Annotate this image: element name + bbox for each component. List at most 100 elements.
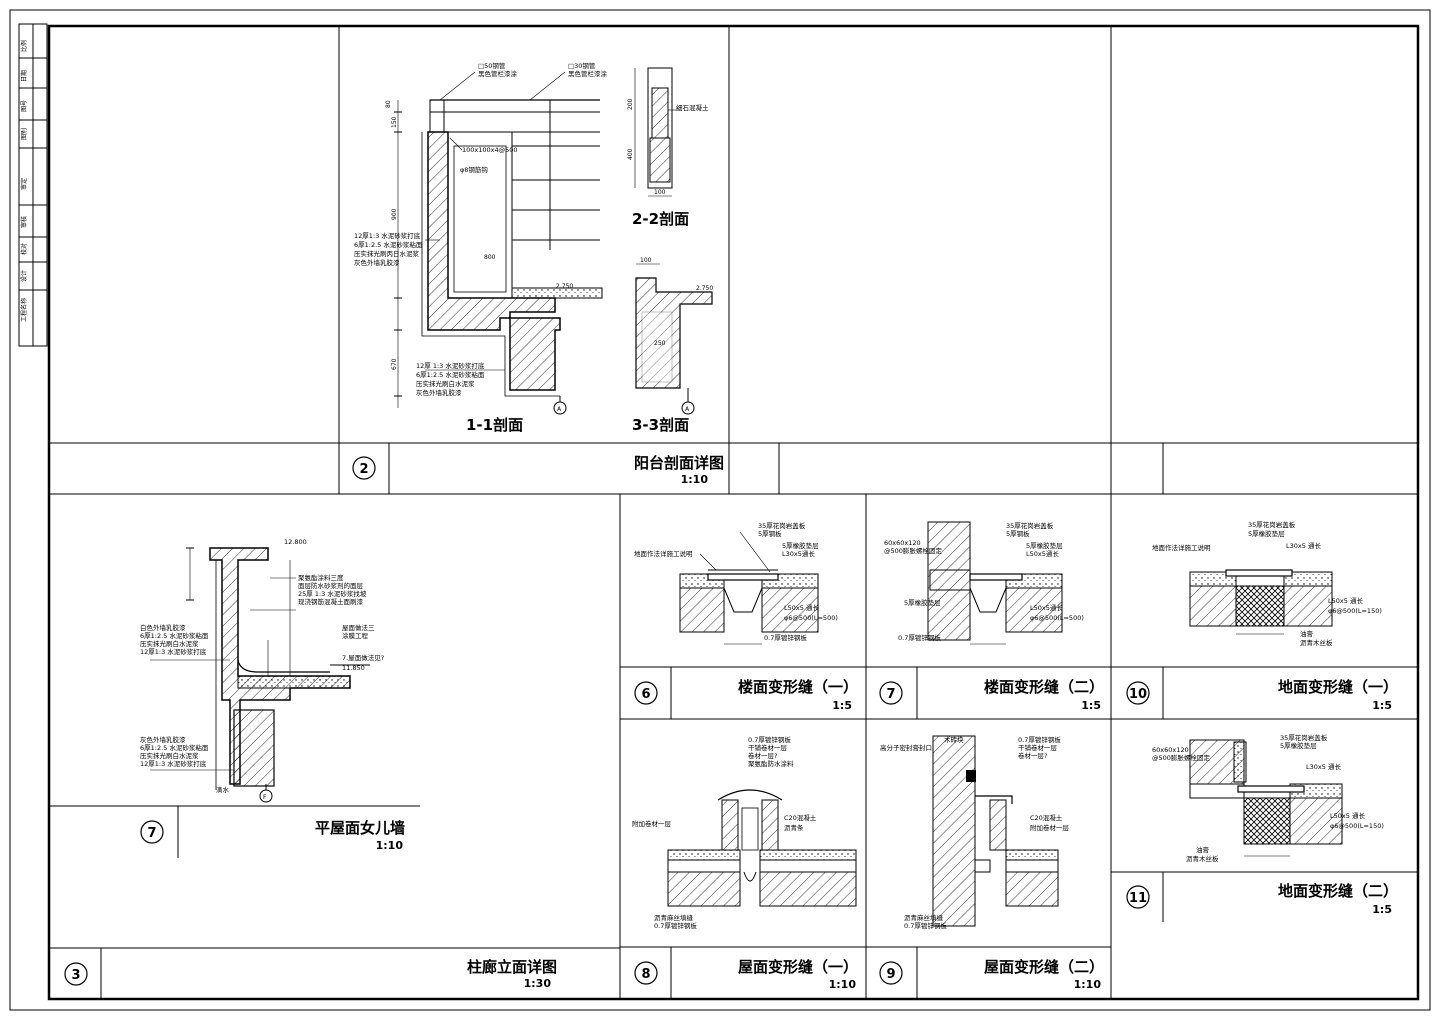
parapet-note: 12.800 [284,538,307,546]
panel-title: 柱廊立面详图 [467,958,557,976]
panel-scale: 1:10 [681,473,709,486]
section-3-3-label: 3-3剖面 [632,416,689,434]
floor2-note: @500膨胀螺栓固定 [884,546,942,555]
floor1-note: L50x5 通长 [784,603,819,612]
balcony-note: 12厚1:3 水泥砂浆打底 [354,231,421,240]
floor-joint-2-detail: 35厚花岗岩盖板 5厚钢板 5厚橡胶垫层 L50x5通长 60x60x120 @… [879,521,1104,712]
panel-number: 3 [71,968,80,983]
balcony-dim: 400 [627,148,634,160]
panel-title: 平屋面女儿墙 [315,819,405,837]
sidebar-cell: 比例 [20,40,28,52]
roof-joint-2-detail: 木砖块 高分子密封膏封口 0.7厚镀锌钢板 干铺卷材一层 卷材一层? C20混凝… [879,735,1104,991]
outer-border [9,9,1431,1011]
panel-title: 屋面变形缝（二） [984,958,1104,976]
roof1-note: 干铺卷材一层 [748,743,788,752]
balcony-note: 黑色管栏漆涂 [568,69,608,78]
balcony-note: 100x100x4@500 [462,146,518,154]
parapet-note: 6厚1:2.5 水泥砂浆粘面 [140,743,209,752]
sidebar-cell: 审定 [20,178,28,190]
section-1-1-label: 1-1剖面 [466,416,523,434]
floor2-note: 0.7厚镀锌钢板 [898,633,941,642]
floor2-note: 5厚橡胶垫层 [904,598,941,607]
section-2-2-label: 2-2剖面 [632,210,689,228]
ground2-note: @500膨胀螺栓固定 [1152,753,1210,762]
balcony-title-row: 2 阳台剖面详图 1:10 [352,454,724,486]
parapet-note: 白色外墙乳胶漆 [140,623,186,632]
panel-title: 屋面变形缝（一） [738,958,858,976]
roof2-note: C20混凝土 [1030,813,1063,822]
panel-number: 8 [641,967,650,982]
floor1-note: 5厚橡胶垫层 [782,541,819,550]
parapet-note: 屋面做法三 [342,623,375,632]
balcony-dim: 800 [484,254,496,261]
roof2-note: 木砖块 [944,735,964,744]
sidebar-cell: 日期 [20,70,28,82]
ground1-note: 沥青木丝板 [1300,638,1333,647]
floor1-note: 35厚花岗岩盖板 [758,521,806,530]
roof-joint-1-detail: 0.7厚镀锌钢板 干铺卷材一层 卷材一层? 聚氨酯防水涂料 附加卷材一层 C20… [632,735,858,991]
floor1-note: 0.7厚镀锌钢板 [764,633,807,642]
roof1-note: 0.7厚镀锌钢板 [654,921,697,930]
roof1-note: 聚氨酯防水涂料 [748,759,794,768]
panel-title: 楼面变形缝（一） [738,678,858,696]
sidebar-cell: 校对 [20,243,28,255]
panel-title: 阳台剖面详图 [634,454,724,472]
floor2-note: 5厚钢板 [1006,529,1030,538]
panel-scale: 1:5 [1081,699,1101,712]
parapet-note: 滴水 [216,785,230,794]
roof2-note: 干铺卷材一层 [1018,743,1058,752]
parapet-note: 面层防水砂浆剂的面层 [298,581,364,590]
ground2-note: 沥青木丝板 [1186,854,1219,863]
balcony-note: 细石混凝土 [676,103,709,112]
ground-joint-2-detail: 60x60x120 @500膨胀螺栓固定 35厚花岗岩盖板 5厚橡胶垫层 L30… [1126,733,1398,916]
floor1-note: 5厚钢板 [758,529,782,538]
sidebar-cell: 图号 [21,100,28,112]
sidebar-cell: 图别 [20,128,28,140]
balcony-dim: 100 [640,257,652,264]
balcony-dim: 200 [627,98,634,110]
parapet-note: 7.屋面做法见? [342,653,384,662]
colonnade-title-row: 3 柱廊立面详图 1:30 [64,958,557,990]
balcony-note: 压实抹光刷白水泥浆 [416,379,475,388]
ground2-note: 5厚橡胶垫层 [1280,741,1317,750]
svg-text:A: A [685,406,690,413]
ground1-note: 地面作法详施工说明 [1152,543,1211,552]
roof2-note: 卷材一层? [1018,751,1047,760]
ground2-note: L30x5 通长 [1306,762,1341,771]
panel-number: 6 [641,687,650,702]
parapet-note: 6厚1:2.5 水泥砂浆粘面 [140,631,209,640]
ground2-note: 油膏 [1196,845,1210,854]
ground1-note: φ6@500(L=150) [1328,607,1382,615]
parapet-note: 涂膜工程 [342,631,369,640]
panel-number: 11 [1129,891,1147,906]
panel-title: 楼面变形缝（二） [984,678,1104,696]
panel-scale: 1:10 [376,839,404,852]
ground2-note: L50x5 通长 [1330,811,1365,820]
panel-scale: 1:30 [524,977,552,990]
roof1-note: 沥青条 [784,823,804,832]
ground1-note: 油膏 [1300,629,1314,638]
sidebar-cell: 审核 [20,216,28,228]
balcony-dim: 900 [391,208,398,220]
ground2-note: 35厚花岗岩盖板 [1280,733,1328,742]
balcony-note: 灰色外墙乳胶漆 [416,388,462,397]
parapet-detail: F 12.800 聚氨酯涂料三度 面层防水砂浆剂的面层 25厚 1:3 水泥砂浆… [140,538,405,852]
balcony-dim: 2.750 [696,285,713,292]
roof2-note: 沥青麻丝填缝 [904,913,944,922]
panel-number: 7 [147,826,156,841]
floor2-note: L50x5通长 [1026,549,1059,558]
floor2-note: φ6@500(L=500) [1030,614,1084,622]
ground-joint-1-detail: 35厚花岗岩盖板 5厚橡胶垫层 地面作法详施工说明 L30x5 通长 L50x5… [1126,520,1398,712]
panel-scale: 1:5 [832,699,852,712]
parapet-note: F [263,794,267,801]
ground1-note: 5厚橡胶垫层 [1248,529,1285,538]
floor-joint-1-detail: 35厚花岗岩盖板 5厚钢板 5厚橡胶垫层 L30x5通长 地面作法详施工说明 L… [634,521,858,712]
parapet-note: 聚氨酯涂料三度 [298,573,344,582]
roof1-note: 卷材一层? [748,751,777,760]
panel-scale: 1:5 [1372,699,1392,712]
balcony-dim: 80 [385,100,392,108]
ground2-note: φ6@500(L=150) [1330,822,1384,830]
sidebar-cell: 工程名称 [20,298,28,322]
roof1-note: C20混凝土 [784,813,817,822]
